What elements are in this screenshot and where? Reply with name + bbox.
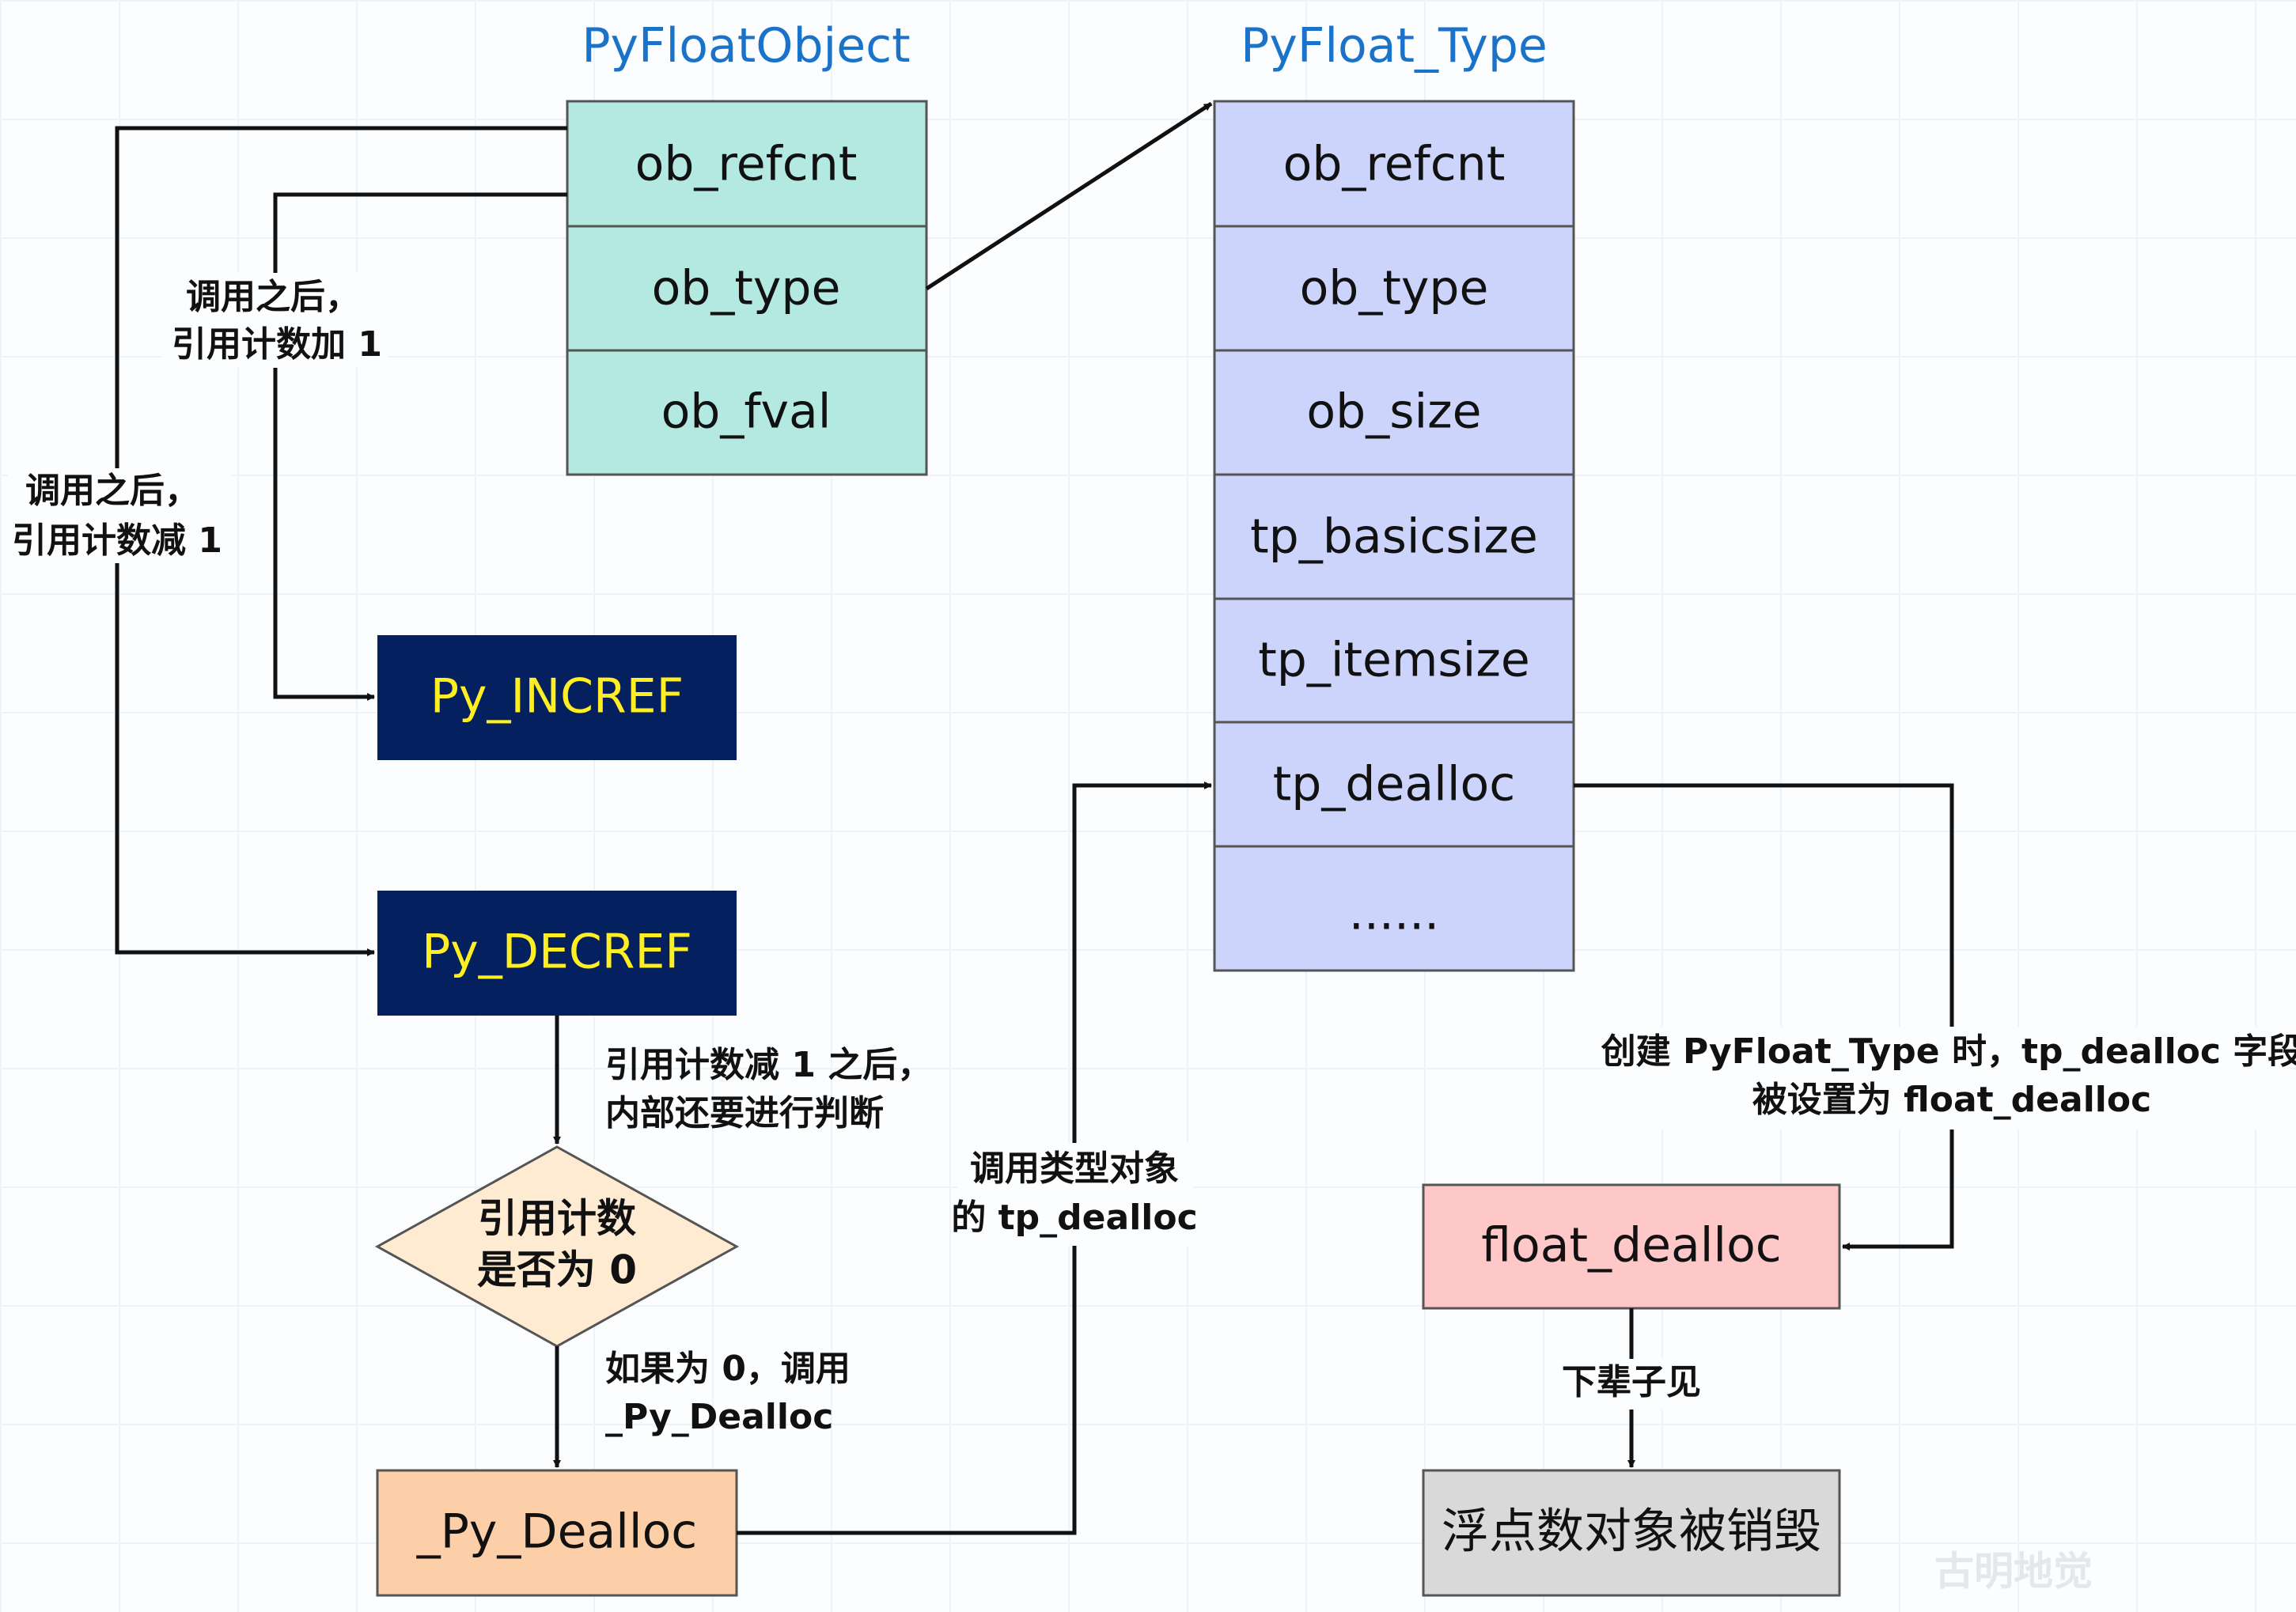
- create-type-note-line1: 创建 PyFloat_Type 时，tp_dealloc 字段: [1601, 1031, 2296, 1072]
- pyfloat-type-struct: ob_refcnt ob_type ob_size tp_basicsize t…: [1213, 100, 1575, 972]
- after-decref-note-line1: 引用计数减 1 之后，: [605, 1045, 932, 1085]
- call-type-dealloc-note: 调用类型对象 的 tp_dealloc: [951, 1143, 1198, 1246]
- py-incref-label: Py_INCREF: [430, 669, 684, 725]
- if-zero-note-line2: _Py_Dealloc: [605, 1397, 833, 1437]
- call-type-dealloc-note-line1: 调用类型对象: [970, 1148, 1179, 1189]
- pyfloatobject-title: PyFloatObject: [582, 18, 910, 74]
- call-type-dealloc-note-line2: 的 tp_dealloc: [951, 1198, 1197, 1238]
- py-decref-node: Py_DECREF: [377, 891, 737, 1016]
- decision-label-line2: 是否为 0: [477, 1247, 637, 1293]
- pyfloatobject-struct: ob_refcnt ob_type ob_fval: [566, 100, 928, 476]
- pyfloatobject-field-ob-refcnt: ob_refcnt: [635, 137, 858, 192]
- incref-note-line2: 引用计数加 1: [172, 324, 382, 365]
- after-decref-note: 引用计数减 1 之后， 内部还要进行判断: [605, 1045, 932, 1133]
- destroyed-node: 浮点数对象被销毁: [1422, 1469, 1841, 1597]
- next-time-note: 下辈子见: [1552, 1359, 1711, 1410]
- pyfloatobject-field-ob-type: ob_type: [652, 261, 841, 316]
- connector-refcnt-to-incref: [273, 192, 567, 701]
- decref-note-line1: 调用之后，: [25, 471, 199, 511]
- pyfloat-type-field-tp-dealloc: tp_dealloc: [1273, 757, 1515, 812]
- next-time-note-label: 下辈子见: [1562, 1362, 1701, 1402]
- incref-note-line1: 调用之后，: [186, 277, 360, 317]
- pyfloat-type-field-ellipsis: ......: [1349, 886, 1439, 941]
- destroyed-label: 浮点数对象被销毁: [1442, 1504, 1821, 1560]
- pyfloat-type-field-ob-refcnt: ob_refcnt: [1283, 137, 1506, 192]
- pyfloat-type-field-ob-size: ob_size: [1306, 384, 1481, 440]
- incref-note: 调用之后， 引用计数加 1: [162, 273, 388, 368]
- pyfloat-type-title: PyFloat_Type: [1241, 18, 1548, 74]
- py-dealloc-label: _Py_Dealloc: [416, 1504, 698, 1560]
- connector-obtype-to-type: [925, 101, 1213, 291]
- after-decref-note-line2: 内部还要进行判断: [605, 1093, 884, 1133]
- create-type-note-line2: 被设置为 float_dealloc: [1752, 1080, 2151, 1120]
- py-dealloc-node: _Py_Dealloc: [376, 1469, 738, 1597]
- py-decref-label: Py_DECREF: [422, 925, 692, 980]
- connector-tpdealloc-to-floatdealloc: [1574, 783, 1954, 1251]
- watermark: 古明地觉: [1934, 1549, 2093, 1595]
- create-type-note: 创建 PyFloat_Type 时，tp_dealloc 字段 被设置为 flo…: [1601, 1027, 2296, 1130]
- decision-diamond: 引用计数 是否为 0: [374, 1145, 740, 1348]
- float-dealloc-node: float_dealloc: [1422, 1183, 1841, 1310]
- pyfloat-type-field-tp-itemsize: tp_itemsize: [1258, 633, 1530, 688]
- pyfloat-type-field-tp-basicsize: tp_basicsize: [1250, 509, 1538, 565]
- if-zero-note: 如果为 0，调用 _Py_Dealloc: [605, 1349, 851, 1437]
- py-incref-node: Py_INCREF: [377, 635, 737, 760]
- float-dealloc-label: float_dealloc: [1481, 1218, 1782, 1273]
- decref-note: 调用之后， 引用计数减 1: [8, 468, 231, 563]
- decref-note-line2: 引用计数减 1: [12, 520, 222, 561]
- decision-label-line1: 引用计数: [478, 1196, 636, 1242]
- if-zero-note-line1: 如果为 0，调用: [605, 1349, 851, 1389]
- pyfloat-type-field-ob-type: ob_type: [1300, 261, 1489, 316]
- pyfloatobject-field-ob-fval: ob_fval: [661, 384, 832, 440]
